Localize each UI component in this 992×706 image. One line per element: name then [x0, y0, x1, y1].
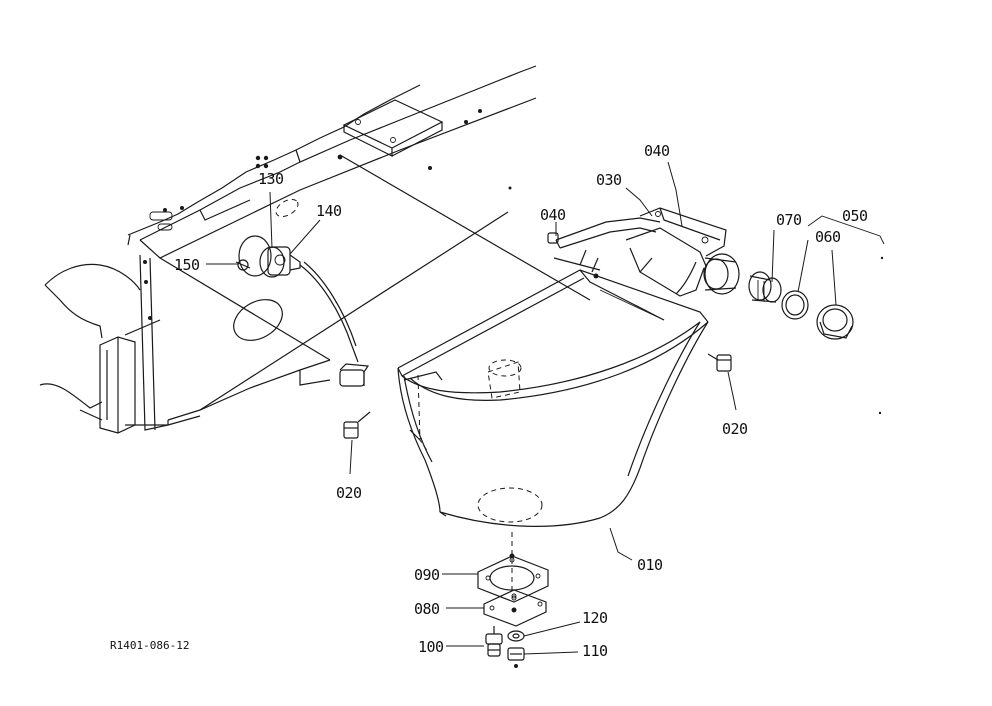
- callout-060: 060: [815, 228, 841, 246]
- reference-code: R1401-086-12: [110, 639, 190, 652]
- stray-dot: [880, 256, 884, 260]
- stray-dot: [878, 411, 882, 415]
- filler-cap-assembly: [703, 215, 885, 340]
- callout-020-left: 020: [336, 484, 362, 502]
- callout-020-right: 020: [722, 420, 748, 438]
- callout-040-right: 040: [644, 142, 670, 160]
- callout-140: 140: [316, 202, 342, 220]
- callout-070: 070: [776, 211, 802, 229]
- callout-110: 110: [582, 642, 608, 660]
- callout-010: 010: [637, 556, 663, 574]
- callout-050: 050: [842, 207, 868, 225]
- bolt-020-right: [707, 353, 732, 372]
- bottom-gasket: [477, 555, 549, 603]
- bottom-plate: [483, 532, 547, 627]
- callout-090: 090: [414, 566, 440, 584]
- fuel-gauge-sender: [235, 235, 370, 387]
- callout-130: 130: [258, 170, 284, 188]
- leader-lines: [206, 161, 837, 655]
- drain-cock: [507, 647, 525, 668]
- chassis-frame: [39, 65, 591, 434]
- callout-080: 080: [414, 600, 440, 618]
- drain-plug: [485, 626, 503, 657]
- callout-120: 120: [582, 609, 608, 627]
- filler-pipe: [547, 207, 727, 297]
- drain-washer: [507, 630, 525, 642]
- bolt-020-left: [343, 411, 371, 439]
- callout-100: 100: [418, 638, 444, 656]
- callout-040-left: 040: [540, 206, 566, 224]
- fuel-tank: [397, 257, 709, 527]
- callout-150: 150: [174, 256, 200, 274]
- callout-030: 030: [596, 171, 622, 189]
